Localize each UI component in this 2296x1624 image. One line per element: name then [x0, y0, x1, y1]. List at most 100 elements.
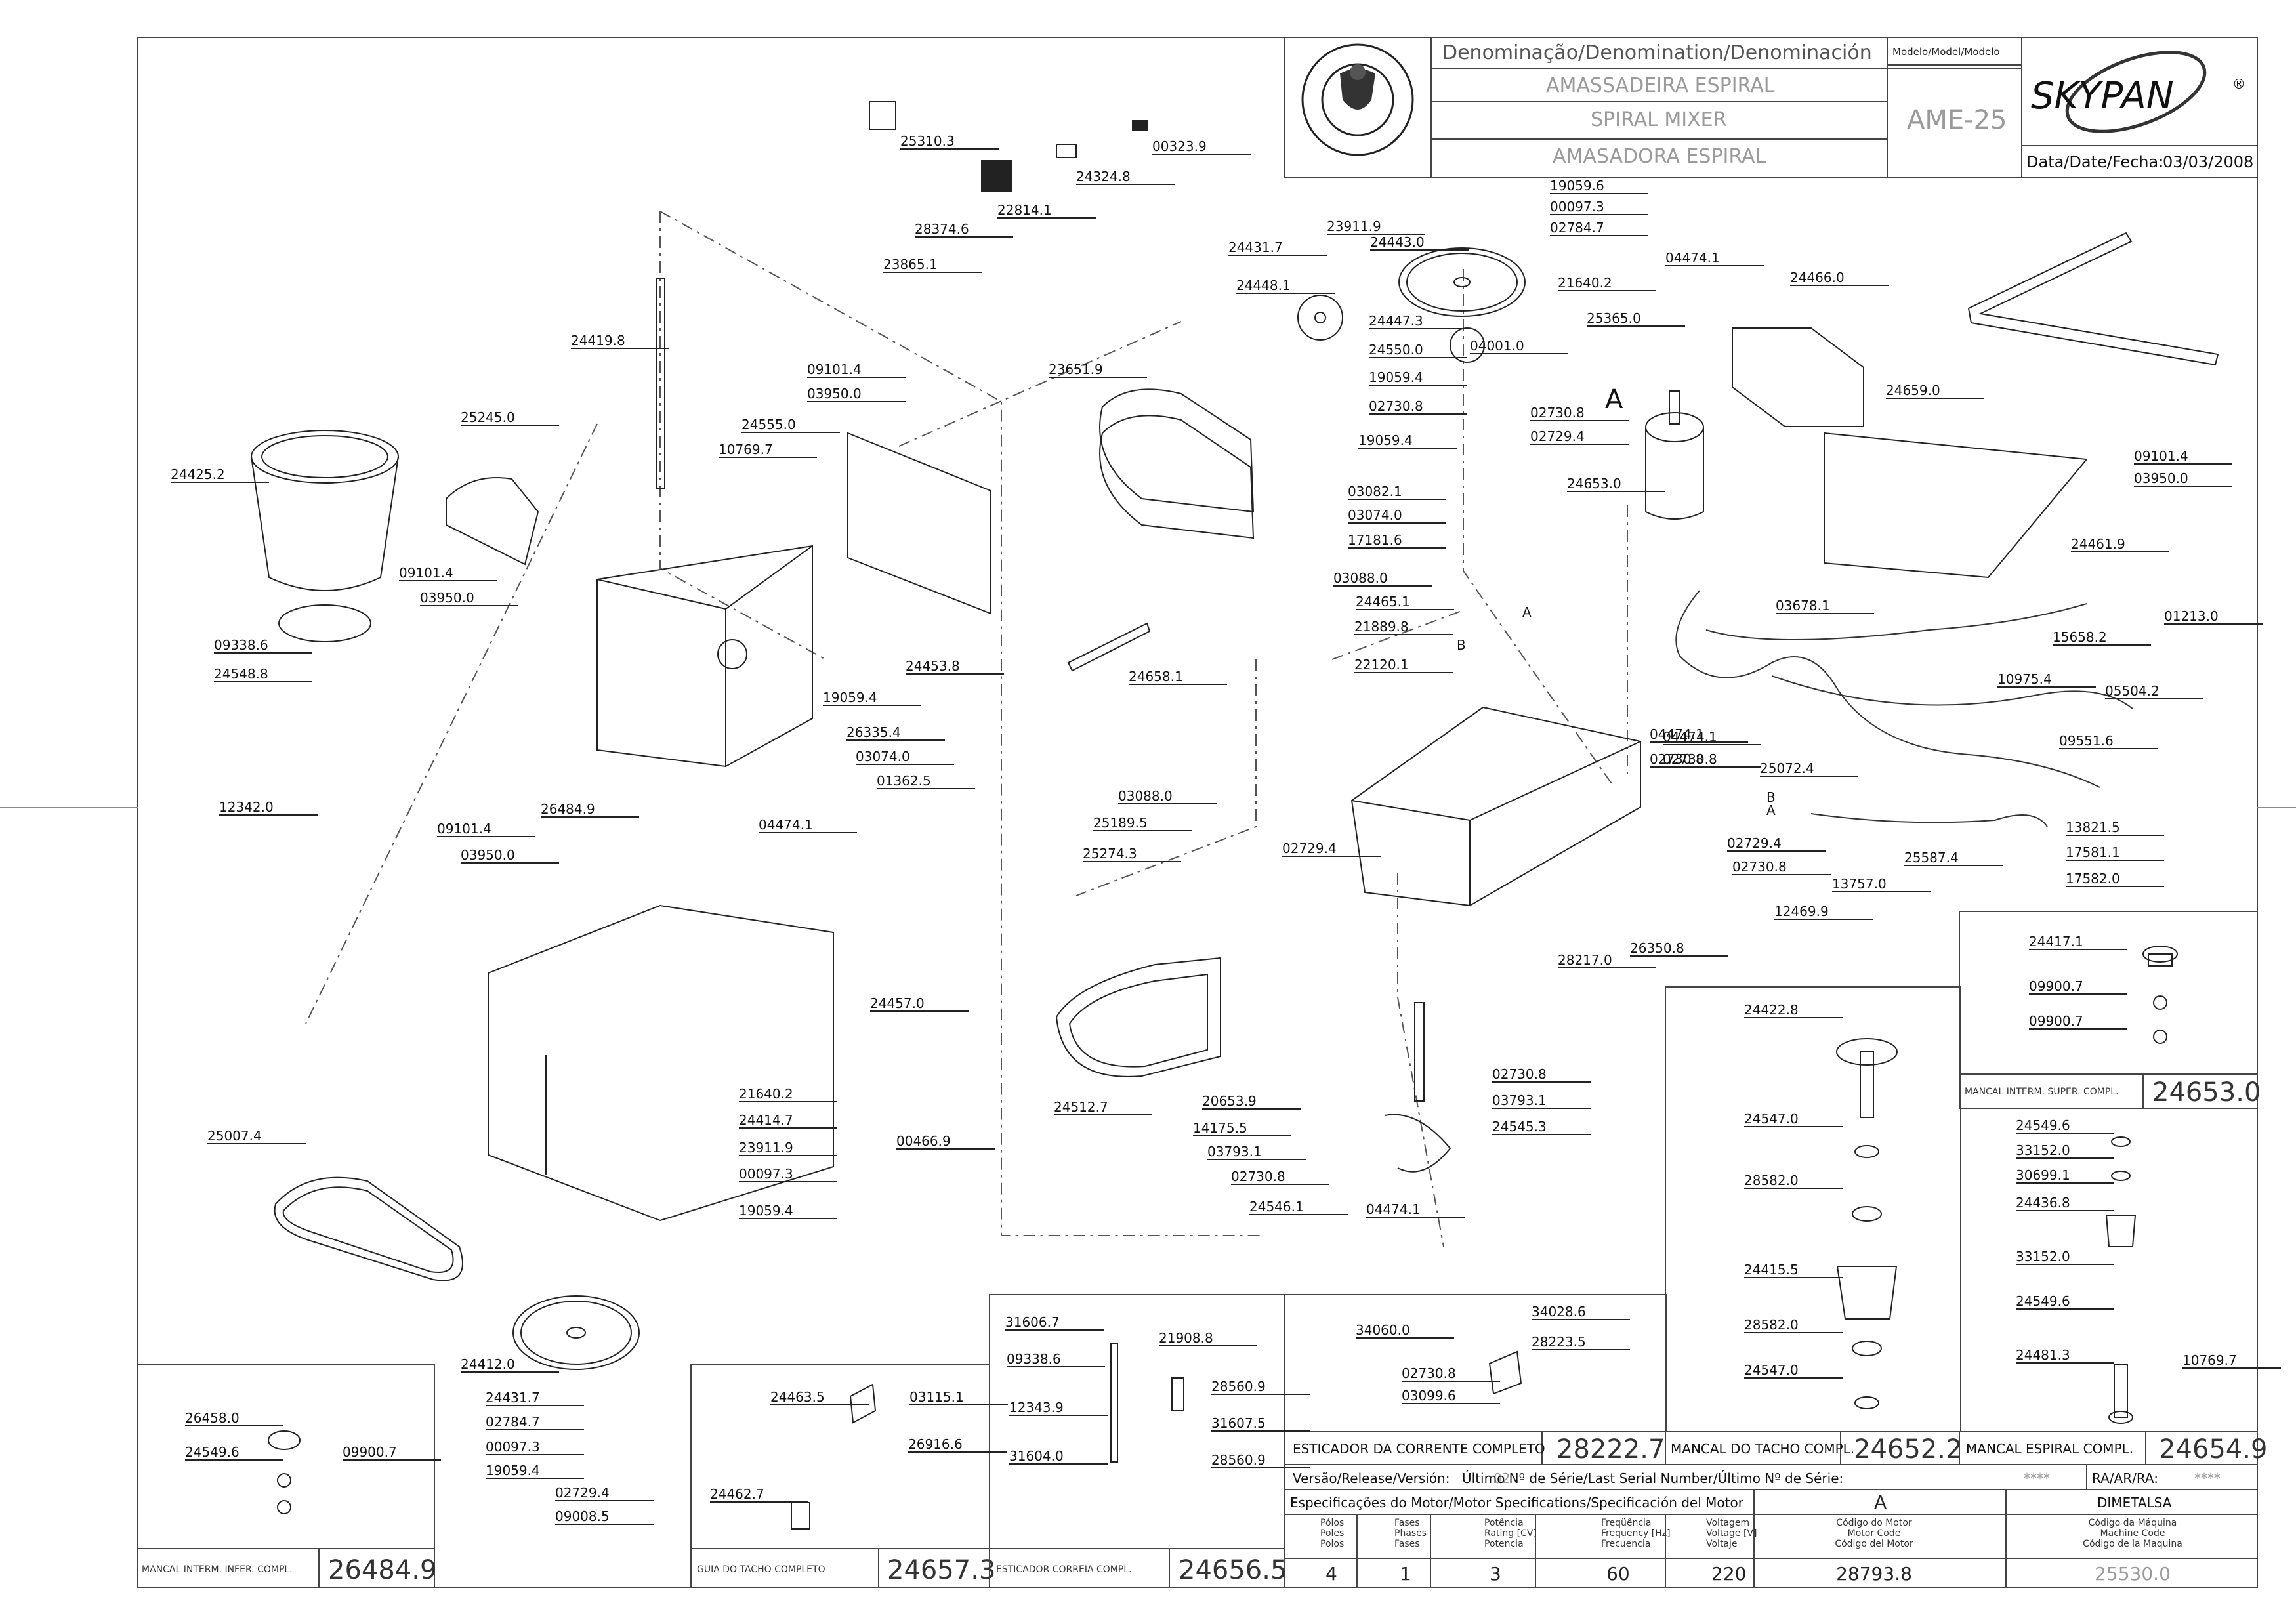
part-callout: 25274.3: [1083, 846, 1137, 862]
spec-header-line: Potencia: [1484, 1539, 1524, 1549]
part-callout: 04474.1: [1663, 729, 1717, 745]
part-callout: 24549.6: [185, 1444, 240, 1460]
sub-assembly-boxes: MANCAL INTERM. INFER. COMPL. 26484.9 GUI…: [137, 911, 2261, 1588]
ra-label: RA/AR/RA:: [2092, 1470, 2158, 1486]
part-callout: 24431.7: [486, 1390, 540, 1405]
part-callout: 23911.9: [1327, 219, 1381, 234]
part-callout: 09338.6: [214, 637, 268, 653]
spec-header-line: Voltage [V]: [1706, 1528, 1757, 1539]
part-callout: 03115.1: [909, 1389, 964, 1405]
spec-header-line: Código de la Maquina: [2083, 1539, 2182, 1549]
motor: [1645, 390, 1704, 520]
part-callout: 17581.1: [2066, 844, 2120, 860]
part-callout: 20653.9: [1202, 1093, 1257, 1109]
part-callout: 22814.1: [997, 202, 1052, 218]
part-callout: 24659.0: [1886, 383, 1940, 398]
part-callout: 24436.8: [2016, 1195, 2070, 1211]
part-callout: 03950.0: [807, 386, 862, 402]
part-callout: 17582.0: [2066, 871, 2120, 886]
part-callout: 19059.6: [1550, 178, 1604, 194]
part-callout: 28223.5: [1532, 1334, 1586, 1350]
part-callout: 10975.4: [1997, 671, 2052, 687]
version-value: 02: [1493, 1470, 1510, 1486]
part-callout: 24443.0: [1370, 234, 1425, 250]
part-callout: 23865.1: [883, 257, 938, 272]
part-callout: 23651.9: [1049, 362, 1103, 377]
pulley-top: [1398, 247, 1526, 317]
assembly-label-guia-tacho: GUIA DO TACHO COMPLETO: [697, 1564, 825, 1575]
part-callout: 09008.5: [555, 1509, 610, 1524]
part-callout: 33152.0: [2016, 1142, 2070, 1158]
part-callout: 09101.4: [807, 362, 862, 377]
part-callout: 23911.9: [739, 1140, 793, 1156]
part-callout: 24550.0: [1369, 342, 1423, 358]
part-callout: 03088.0: [1333, 570, 1388, 586]
part-callout: 19059.4: [739, 1203, 793, 1218]
assembly-label-mancal-espiral: MANCAL ESPIRAL COMPL.: [1966, 1441, 2133, 1457]
part-callout: 24547.0: [1744, 1362, 1799, 1378]
part-callout: 28374.6: [915, 221, 969, 237]
spec-value: 60: [1606, 1563, 1630, 1585]
part-callout: 24545.3: [1492, 1119, 1547, 1135]
spec-header-line: Frequency [Hz]: [1601, 1528, 1671, 1539]
wire-marker-b2: B: [1457, 637, 1466, 653]
part-callout: 09101.4: [2134, 448, 2188, 464]
part-callout: 03950.0: [461, 847, 515, 863]
part-callout: 02730.8: [1231, 1169, 1285, 1184]
spec-header-line: Poles: [1320, 1528, 1344, 1539]
part-callout: 04474.1: [1366, 1201, 1421, 1217]
part-callout: 22120.1: [1354, 657, 1409, 673]
brand-logo: SKYPAN ®: [2031, 51, 2245, 133]
spec-header-line: Voltagem: [1706, 1518, 1749, 1528]
part-callout: 00466.9: [896, 1133, 951, 1149]
last-serial-label: Último Nº de Série/Last Serial Number/Úl…: [1462, 1470, 1843, 1486]
part-callout: 02729.4: [555, 1485, 610, 1501]
part-callout: 24425.2: [171, 467, 225, 482]
part-callout: 25072.4: [1760, 760, 1814, 776]
part-callout: 24461.9: [2071, 536, 2125, 552]
part-callout: 03950.0: [420, 590, 474, 606]
assembly-code-mancal-infer: 26484.9: [328, 1555, 436, 1585]
part-callout: 26458.0: [185, 1410, 240, 1426]
part-callout: 26350.8: [1630, 940, 1684, 956]
part-callout: 03074.0: [1348, 507, 1402, 523]
spec-header-line: Rating [CV]: [1484, 1528, 1537, 1539]
assembly-code-mancal-espiral: 24654.9: [2159, 1434, 2267, 1465]
name-es: AMASADORA ESPIRAL: [1553, 145, 1766, 168]
spec-header-line: Pólos: [1320, 1518, 1344, 1528]
part-callout: 00097.3: [1550, 199, 1604, 215]
spec-header-line: Fases: [1394, 1539, 1420, 1549]
pulley-large: [512, 1295, 640, 1370]
part-callout: 09101.4: [399, 565, 453, 581]
part-callout: 09338.6: [1007, 1351, 1061, 1367]
spec-value: 1: [1400, 1563, 1411, 1585]
part-callout: 26916.6: [908, 1436, 963, 1452]
spec-header-line: Fases: [1394, 1518, 1420, 1528]
assembly-code-esticador-corrente: 28222.7: [1556, 1434, 1665, 1465]
part-callout: 00097.3: [739, 1166, 793, 1182]
part-callout: 00323.9: [1152, 138, 1207, 154]
spec-value: 220: [1711, 1563, 1746, 1585]
name-en: SPIRAL MIXER: [1591, 108, 1726, 131]
part-callout: 02729.4: [1282, 841, 1337, 856]
model-value: AME-25: [1907, 105, 2007, 135]
part-callout: 01213.0: [2164, 608, 2219, 624]
spec-header-line: Código del Motor: [1835, 1539, 1913, 1549]
part-callout: 09551.6: [2059, 733, 2114, 749]
part-callout: 03082.1: [1348, 484, 1402, 499]
spec-header-line: Polos: [1320, 1539, 1344, 1549]
title-block: Denominação/Denomination/Denominación AM…: [1284, 37, 2258, 178]
part-callout: 26484.9: [541, 801, 595, 817]
part-callout: 19059.4: [486, 1463, 540, 1478]
part-callout: 21908.8: [1159, 1330, 1213, 1346]
model-header: Modelo/Model/Modelo: [1892, 46, 2000, 58]
part-callout: 31606.7: [1005, 1314, 1060, 1330]
part-callout: 02730.8: [1732, 859, 1787, 875]
part-callout: 02729.4: [1727, 835, 1782, 851]
part-callout: 02730.8: [1492, 1066, 1547, 1082]
ra-value: ****: [2194, 1470, 2221, 1486]
part-callout: 28582.0: [1744, 1317, 1799, 1333]
spec-value: 28793.8: [1836, 1563, 1912, 1585]
